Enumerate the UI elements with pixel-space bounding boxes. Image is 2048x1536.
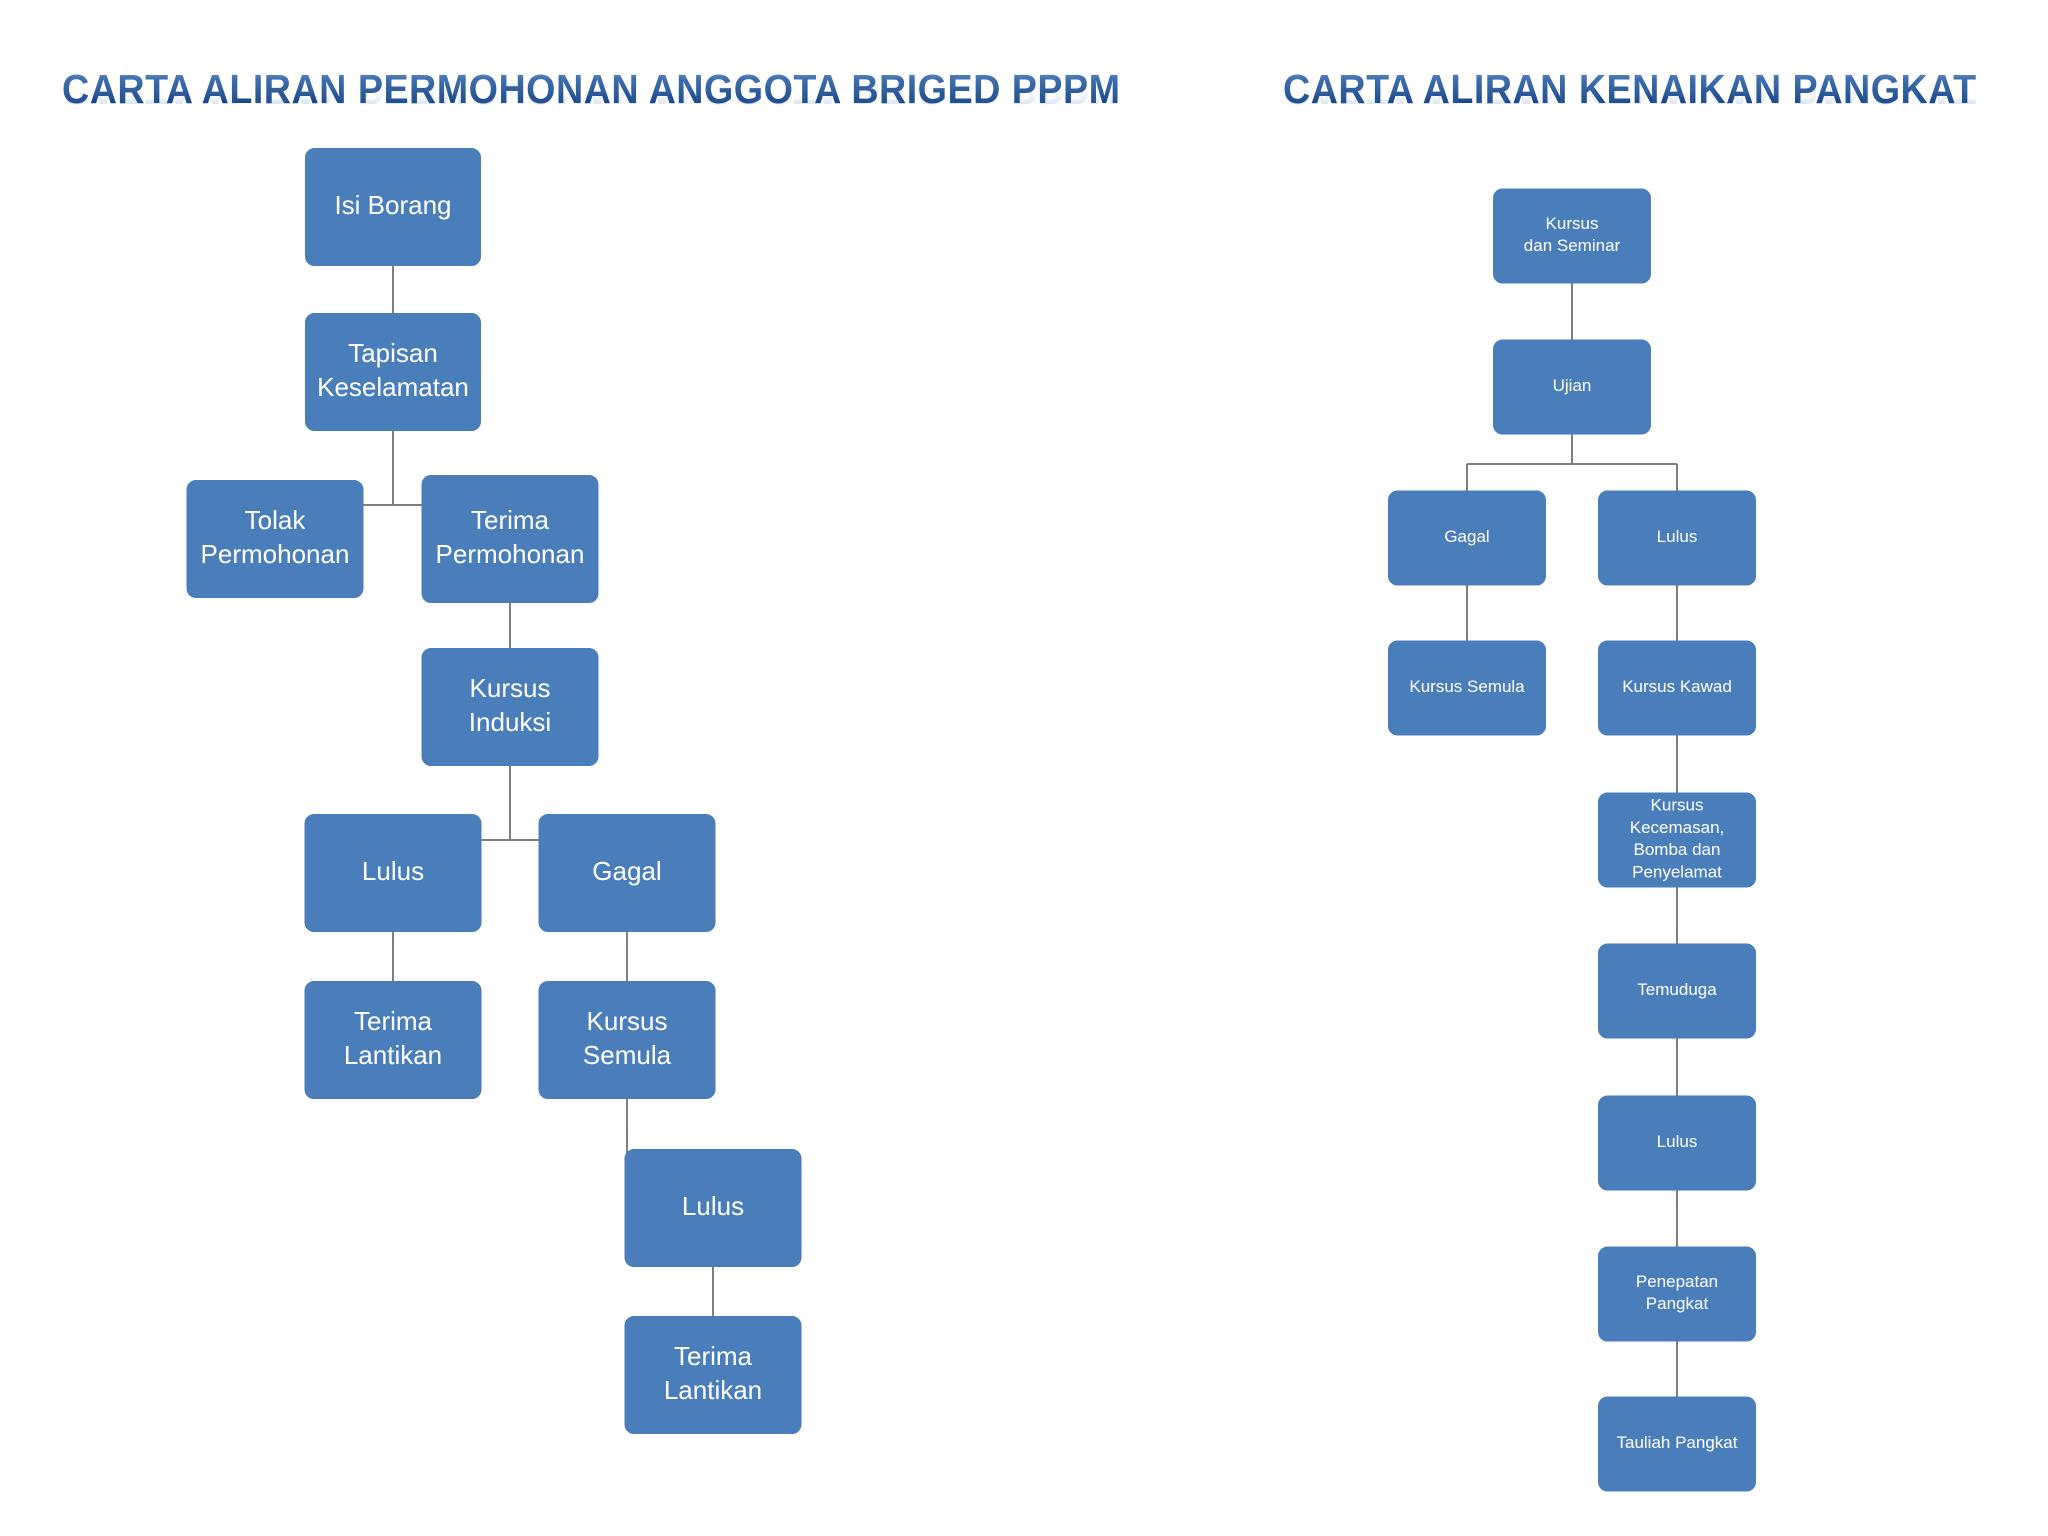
- flow-node-box: [1598, 1396, 1756, 1492]
- flow-node-box: [304, 981, 482, 1099]
- flow-node-box: [1388, 640, 1546, 736]
- flow-node-box: [305, 148, 481, 266]
- flow-node-temuduga[interactable]: Temuduga: [1598, 943, 1756, 1039]
- flow-node-box: [1598, 640, 1756, 736]
- flow-node-label: Gagal: [1444, 527, 1489, 546]
- chart-title-permohonan: CARTA ALIRAN PERMOHONAN ANGGOTA BRIGED P…: [62, 66, 1120, 113]
- flow-node-box: [624, 1149, 802, 1267]
- flow-node-label: Temuduga: [1637, 980, 1717, 999]
- flow-node-box: [1598, 792, 1756, 888]
- flow-node-label: Lulus: [362, 856, 424, 886]
- flow-node-box: [1493, 339, 1651, 435]
- chart-title-permohonan-text: CARTA ALIRAN PERMOHONAN ANGGOTA BRIGED P…: [62, 66, 1121, 112]
- flow-node-box: [1493, 188, 1651, 284]
- flow-node-box: [186, 480, 364, 598]
- flow-node-label: Kursus Kawad: [1622, 677, 1732, 696]
- flow-node-box: [538, 814, 716, 932]
- connector-group-kenaikan-pangkat: [1466, 283, 1678, 1397]
- flow-node-label: Isi Borang: [334, 190, 451, 220]
- flow-node-box: [1388, 490, 1546, 586]
- flow-node-label: Ujian: [1553, 376, 1592, 395]
- flow-node-kursus-kawad[interactable]: Kursus Kawad: [1598, 640, 1756, 736]
- flow-node-box: [1598, 943, 1756, 1039]
- flow-node-label: Lulus: [1657, 527, 1698, 546]
- flow-node-ujian[interactable]: Ujian: [1493, 339, 1651, 435]
- flow-node-box: [304, 814, 482, 932]
- flow-node-box: [1598, 1095, 1756, 1191]
- flow-node-box: [305, 313, 481, 431]
- flow-node-lulus-2[interactable]: Lulus: [624, 1149, 802, 1267]
- flow-node-label: Gagal: [592, 856, 661, 886]
- flow-node-gagal-1[interactable]: Gagal: [538, 814, 716, 932]
- flow-node-box: [421, 475, 599, 603]
- flow-node-box: [624, 1316, 802, 1434]
- flow-node-label: Tauliah Pangkat: [1617, 1433, 1738, 1452]
- flow-node-kursus-semula-r[interactable]: Kursus Semula: [1388, 640, 1546, 736]
- flow-node-isi-borang[interactable]: Isi Borang: [305, 148, 481, 266]
- flow-node-box: [1598, 490, 1756, 586]
- flow-node-box: [538, 981, 716, 1099]
- flow-node-box: [1598, 1246, 1756, 1342]
- flow-node-box: [421, 648, 599, 766]
- flow-node-label: Lulus: [1657, 1132, 1698, 1151]
- flow-node-lulus-r2[interactable]: Lulus: [1598, 1095, 1756, 1191]
- flow-node-tauliah[interactable]: Tauliah Pangkat: [1598, 1396, 1756, 1492]
- chart-title-kenaikan-pangkat-text: CARTA ALIRAN KENAIKAN PANGKAT: [1283, 66, 1977, 112]
- flow-node-label: Kursus Semula: [1409, 677, 1525, 696]
- flow-node-gagal-r[interactable]: Gagal: [1388, 490, 1546, 586]
- flow-node-lulus-1[interactable]: Lulus: [304, 814, 482, 932]
- flow-node-lulus-r1[interactable]: Lulus: [1598, 490, 1756, 586]
- flow-node-label: Lulus: [682, 1191, 744, 1221]
- chart-title-kenaikan-pangkat: CARTA ALIRAN KENAIKAN PANGKAT CARTA ALIR…: [1283, 66, 1977, 113]
